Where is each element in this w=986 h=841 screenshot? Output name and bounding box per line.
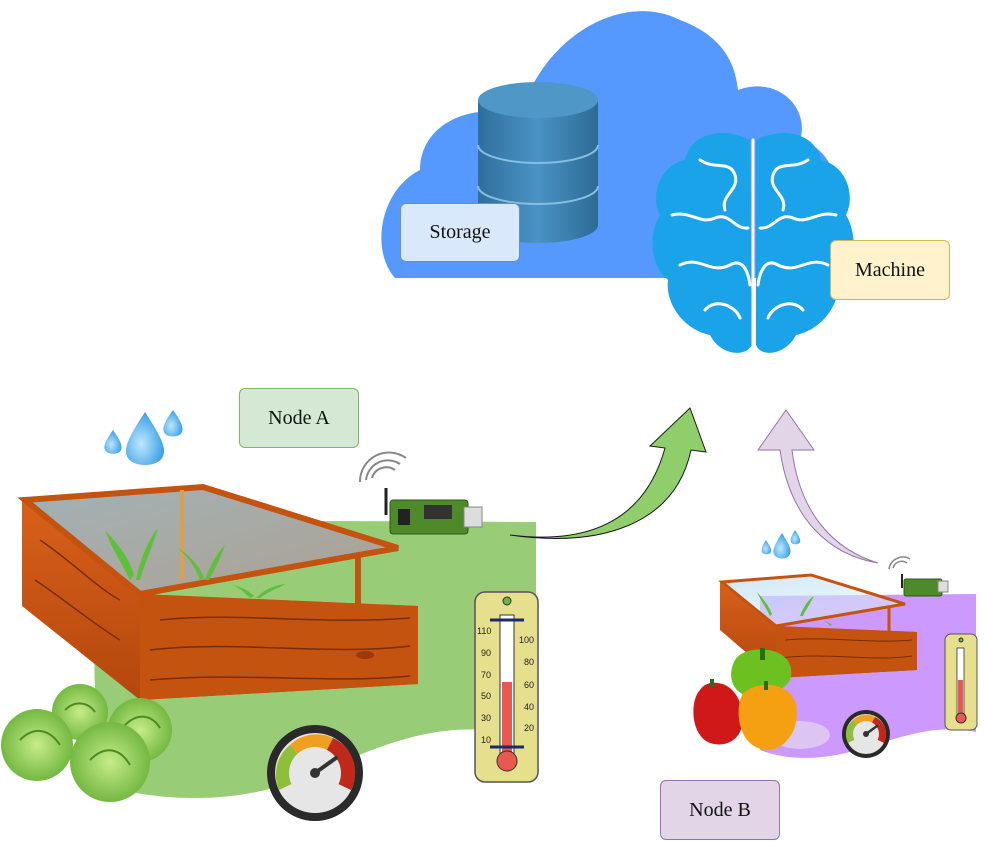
therm-right-60: 60 xyxy=(524,680,534,690)
thermometer-icon xyxy=(944,633,978,731)
flow-arrow-icon xyxy=(757,409,879,564)
thermometer-left-scale: 110 90 70 50 30 10 xyxy=(477,626,491,745)
storage-label: Storage xyxy=(400,203,520,262)
thermometer-icon xyxy=(474,591,539,783)
brain-icon xyxy=(652,132,854,353)
bell-pepper-icon xyxy=(693,648,830,750)
therm-left-50: 50 xyxy=(481,691,491,701)
therm-right-100: 100 xyxy=(519,635,534,645)
wifi-sensor-board-icon xyxy=(888,556,949,597)
node-b-label: Node B xyxy=(660,780,780,840)
cabbage-icon xyxy=(1,684,172,802)
wifi-sensor-board-icon xyxy=(358,451,483,535)
machine-label-text: Machine xyxy=(855,258,925,281)
thermometer-right-scale: 100 80 60 40 20 xyxy=(519,635,534,733)
node-a-label-text: Node A xyxy=(268,406,330,429)
therm-right-80: 80 xyxy=(524,657,534,667)
storage-label-text: Storage xyxy=(429,221,491,243)
water-drops-icon xyxy=(761,530,801,559)
gauge-icon xyxy=(267,725,363,821)
node-a-label: Node A xyxy=(239,388,359,448)
flow-arrow-icon xyxy=(509,407,707,539)
therm-left-70: 70 xyxy=(481,670,491,680)
therm-right-40: 40 xyxy=(524,702,534,712)
therm-left-90: 90 xyxy=(481,648,491,658)
node-b-label-text: Node B xyxy=(689,798,751,821)
therm-left-110: 110 xyxy=(477,626,491,636)
therm-left-30: 30 xyxy=(481,713,491,723)
therm-right-20: 20 xyxy=(524,723,534,733)
gauge-icon xyxy=(842,710,890,758)
therm-left-10: 10 xyxy=(481,735,491,745)
machine-label: Machine xyxy=(830,240,950,300)
water-drops-icon xyxy=(104,410,183,465)
raised-bed-greenhouse-icon xyxy=(17,483,418,700)
